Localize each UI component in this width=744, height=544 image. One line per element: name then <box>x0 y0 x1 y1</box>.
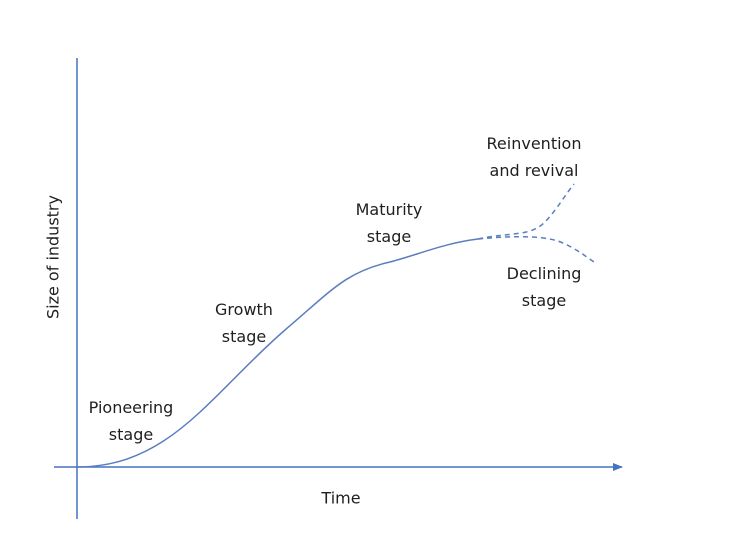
declining-stage-line1: Declining <box>506 264 582 283</box>
maturity-stage-line2: stage <box>366 227 412 246</box>
growth-stage-line1: Growth <box>215 300 273 319</box>
growth-stage-line2: stage <box>221 327 267 346</box>
reinvention-branch <box>477 183 575 240</box>
y-axis-title: Size of industry <box>43 195 63 319</box>
pioneering-stage-label: Pioneering stage <box>72 394 190 448</box>
reinvention-stage-line2: and revival <box>489 161 579 180</box>
pioneering-stage-line1: Pioneering <box>88 398 174 417</box>
maturity-stage-label: Maturity stage <box>339 196 439 250</box>
declining-stage-label: Declining stage <box>489 260 599 314</box>
reinvention-stage-line1: Reinvention <box>486 134 582 153</box>
growth-stage-label: Growth stage <box>194 296 294 350</box>
declining-stage-line2: stage <box>521 291 567 310</box>
x-axis-title: Time <box>321 488 361 508</box>
reinvention-stage-label: Reinvention and revival <box>469 130 599 184</box>
decline-branch <box>477 235 595 263</box>
pioneering-stage-line2: stage <box>108 425 154 444</box>
maturity-stage-line1: Maturity <box>355 200 423 219</box>
life-cycle-curve <box>76 238 479 468</box>
